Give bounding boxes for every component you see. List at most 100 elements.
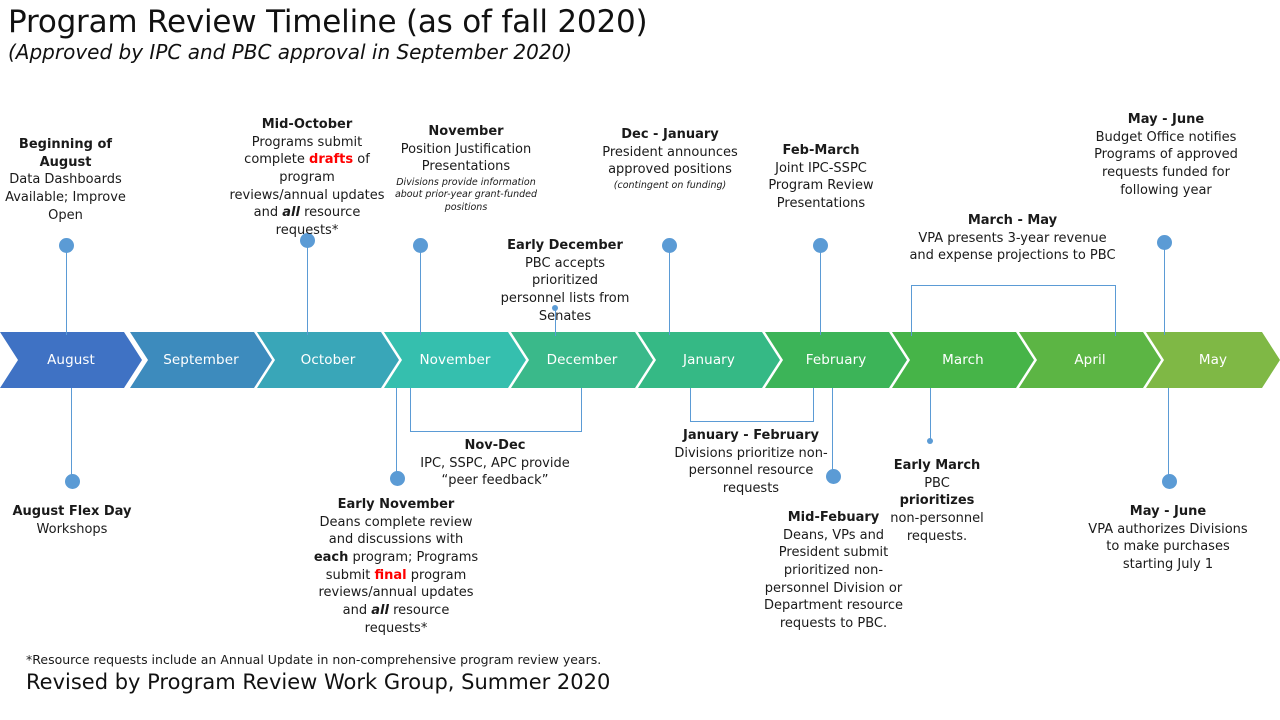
callout-body-part-2: program; Programs submit	[325, 550, 479, 583]
callout-fine-print: Divisions provide information about prio…	[394, 177, 538, 213]
leader-dot-may-june-vpa	[1162, 474, 1177, 489]
month-label: May	[1198, 352, 1228, 368]
callout-body-part-3: program reviews/annual updates and	[318, 567, 474, 619]
leader-dot-august-flex-day	[65, 474, 80, 489]
callout-mid-february: Mid-Febuary Deans, VPs and President sub…	[757, 509, 910, 633]
callout-feb-march: Feb-March Joint IPC-SSPC Program Review …	[757, 142, 885, 213]
leader-dot-early-march	[927, 438, 933, 444]
callout-november: November Position Justification Presenta…	[392, 123, 540, 214]
callout-dec-january: Dec - January President announces approv…	[600, 126, 740, 192]
callout-body-part-3: resource requests*	[275, 205, 361, 239]
month-label: February	[805, 352, 867, 368]
callout-early-december: Early December PBC accepts prioritized p…	[498, 237, 632, 325]
callout-early-november: Early November Deans complete review and…	[310, 496, 482, 637]
leader-dot-mid-february	[826, 469, 841, 484]
leader-dot-november	[413, 238, 428, 253]
page-title: Program Review Timeline (as of fall 2020…	[8, 4, 648, 40]
callout-heading: Dec - January	[621, 127, 719, 142]
callout-heading: Early December	[507, 238, 623, 253]
callout-emphasis-all: all	[282, 205, 300, 221]
month-label: December	[546, 352, 618, 368]
callout-heading: Nov-Dec	[464, 438, 526, 453]
callout-body: Deans, VPs and President submit prioriti…	[763, 527, 904, 632]
callout-body: VPA presents 3-year revenue and expense …	[909, 230, 1116, 264]
leader-line-november	[420, 245, 422, 335]
month-label: August	[47, 352, 95, 368]
callout-heading: Feb-March	[782, 143, 860, 158]
leader-dot-dec-january	[662, 238, 677, 253]
callout-body: IPC, SSPC, APC provide “peer feedback”	[420, 455, 570, 489]
callout-nov-dec: Nov-Dec IPC, SSPC, APC provide “peer fee…	[406, 437, 584, 490]
callout-body: Data Dashboards Available; Improve Open	[5, 172, 126, 223]
leader-line-early-november	[396, 388, 398, 475]
callout-august-flex-day: August Flex Day Workshops	[8, 503, 136, 538]
callout-body-part-2: of program reviews/annual updates and	[229, 152, 385, 221]
callout-heading: November	[428, 124, 504, 139]
callout-body: PBC prioritizes non-personnel requests.	[889, 475, 985, 546]
callout-body-part-4: resource requests*	[364, 603, 450, 636]
callout-heading: March - May	[967, 213, 1058, 228]
month-chevron-november[interactable]: November	[384, 332, 526, 388]
leader-dot-feb-march	[813, 238, 828, 253]
callout-emphasis-prioritizes: prioritizes	[899, 493, 975, 509]
callout-heading: January - February	[682, 428, 820, 443]
callout-march-may: March - May VPA presents 3-year revenue …	[906, 212, 1119, 265]
leader-dot-may-june-budget-office	[1157, 235, 1172, 250]
callout-early-march: Early March PBC prioritizes non-personne…	[889, 457, 985, 545]
leader-line-may-june-budget-office	[1164, 242, 1166, 335]
leader-dot-early-november	[390, 471, 405, 486]
leader-dot-beginning-of-august	[59, 238, 74, 253]
month-chevron-september[interactable]: September	[130, 332, 272, 388]
month-label: October	[300, 352, 356, 368]
month-label: March	[942, 352, 984, 368]
callout-heading: May - June	[1127, 112, 1205, 127]
callout-emphasis-drafts: drafts	[309, 152, 354, 168]
callout-body: Workshops	[36, 521, 108, 537]
leader-line-beginning-of-august	[66, 245, 68, 335]
month-chevron-december[interactable]: December	[511, 332, 653, 388]
callout-body-part-2: non-personnel requests.	[890, 511, 984, 544]
leader-line-mid-february	[832, 388, 834, 473]
leader-dot-mid-october	[300, 233, 315, 248]
callout-body-part-1: PBC	[924, 475, 950, 491]
month-chevron-may[interactable]: May	[1146, 332, 1280, 388]
callout-heading: Early March	[893, 458, 981, 473]
callout-body: PBC accepts prioritized personnel lists …	[500, 255, 630, 324]
footnote: *Resource requests include an Annual Upd…	[26, 652, 602, 667]
callout-heading: Beginning of August	[18, 137, 113, 170]
bracket-january-february	[690, 388, 814, 422]
callout-beginning-of-august: Beginning of August Data Dashboards Avai…	[0, 136, 131, 224]
month-chevron-august[interactable]: August	[0, 332, 142, 388]
leader-line-mid-october	[307, 240, 309, 335]
month-chevron-march[interactable]: March	[892, 332, 1034, 388]
callout-body: President announces approved positions	[602, 144, 738, 178]
bracket-march-may	[911, 285, 1116, 336]
leader-line-feb-march	[820, 245, 822, 335]
leader-dot-early-december	[552, 305, 558, 311]
callout-body-part-1: Deans complete review and discussions wi…	[319, 514, 473, 548]
callout-may-june-budget-office: May - June Budget Office notifies Progra…	[1084, 111, 1248, 199]
bracket-nov-dec	[410, 388, 582, 432]
month-chevron-february[interactable]: February	[765, 332, 907, 388]
callout-may-june-vpa: May - June VPA authorizes Divisions to m…	[1082, 503, 1254, 574]
callout-emphasis-all: all	[371, 603, 389, 619]
callout-emphasis-each: each	[313, 550, 349, 566]
callout-body-part-1: Programs submit complete	[244, 134, 363, 168]
month-chevron-april[interactable]: April	[1019, 332, 1161, 388]
callout-heading: Mid-Febuary	[787, 510, 880, 525]
callout-heading: Early November	[337, 497, 455, 512]
callout-heading: August Flex Day	[12, 504, 132, 519]
month-label: November	[419, 352, 491, 368]
callout-heading: May - June	[1129, 504, 1207, 519]
month-chevron-october[interactable]: October	[257, 332, 399, 388]
callout-heading: Mid-October	[261, 117, 353, 132]
callout-body: Programs submit complete drafts of progr…	[228, 134, 386, 240]
callout-body: VPA authorizes Divisions to make purchas…	[1088, 521, 1248, 573]
month-chevron-january[interactable]: January	[638, 332, 780, 388]
month-label: September	[163, 352, 239, 368]
callout-emphasis-final: final	[374, 567, 407, 583]
leader-line-august-flex-day	[71, 388, 73, 478]
callout-body: Divisions prioritize non-personnel resou…	[674, 445, 828, 497]
page-subtitle: (Approved by IPC and PBC approval in Sep…	[8, 40, 573, 64]
month-label: January	[683, 352, 735, 368]
